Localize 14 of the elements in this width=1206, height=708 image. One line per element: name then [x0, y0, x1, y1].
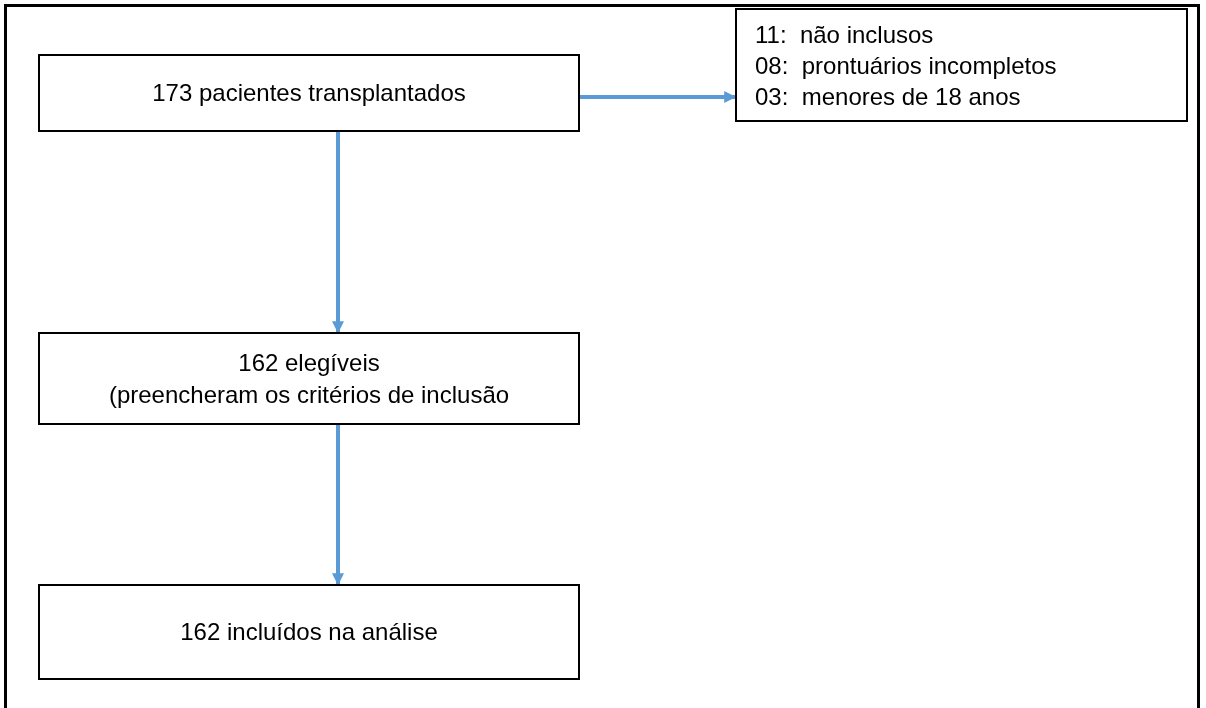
box-text: 162 incluídos na análise [180, 617, 438, 647]
box-text: 173 pacientes transplantados [152, 78, 466, 108]
arrow [332, 425, 344, 586]
box-text: (preencheram os critérios de inclusão [108, 379, 510, 410]
process-box [38, 54, 580, 132]
arrow [580, 91, 737, 103]
process-box [38, 332, 580, 425]
box-text: 03: menores de 18 anos [755, 81, 1021, 112]
process-box [38, 584, 580, 680]
arrow [332, 132, 344, 334]
box-text: 08: prontuários incompletos [755, 50, 1057, 81]
box-text: 162 elegíveis [238, 347, 380, 378]
process-box [735, 8, 1188, 122]
box-text: 11: não inclusos [755, 19, 934, 50]
